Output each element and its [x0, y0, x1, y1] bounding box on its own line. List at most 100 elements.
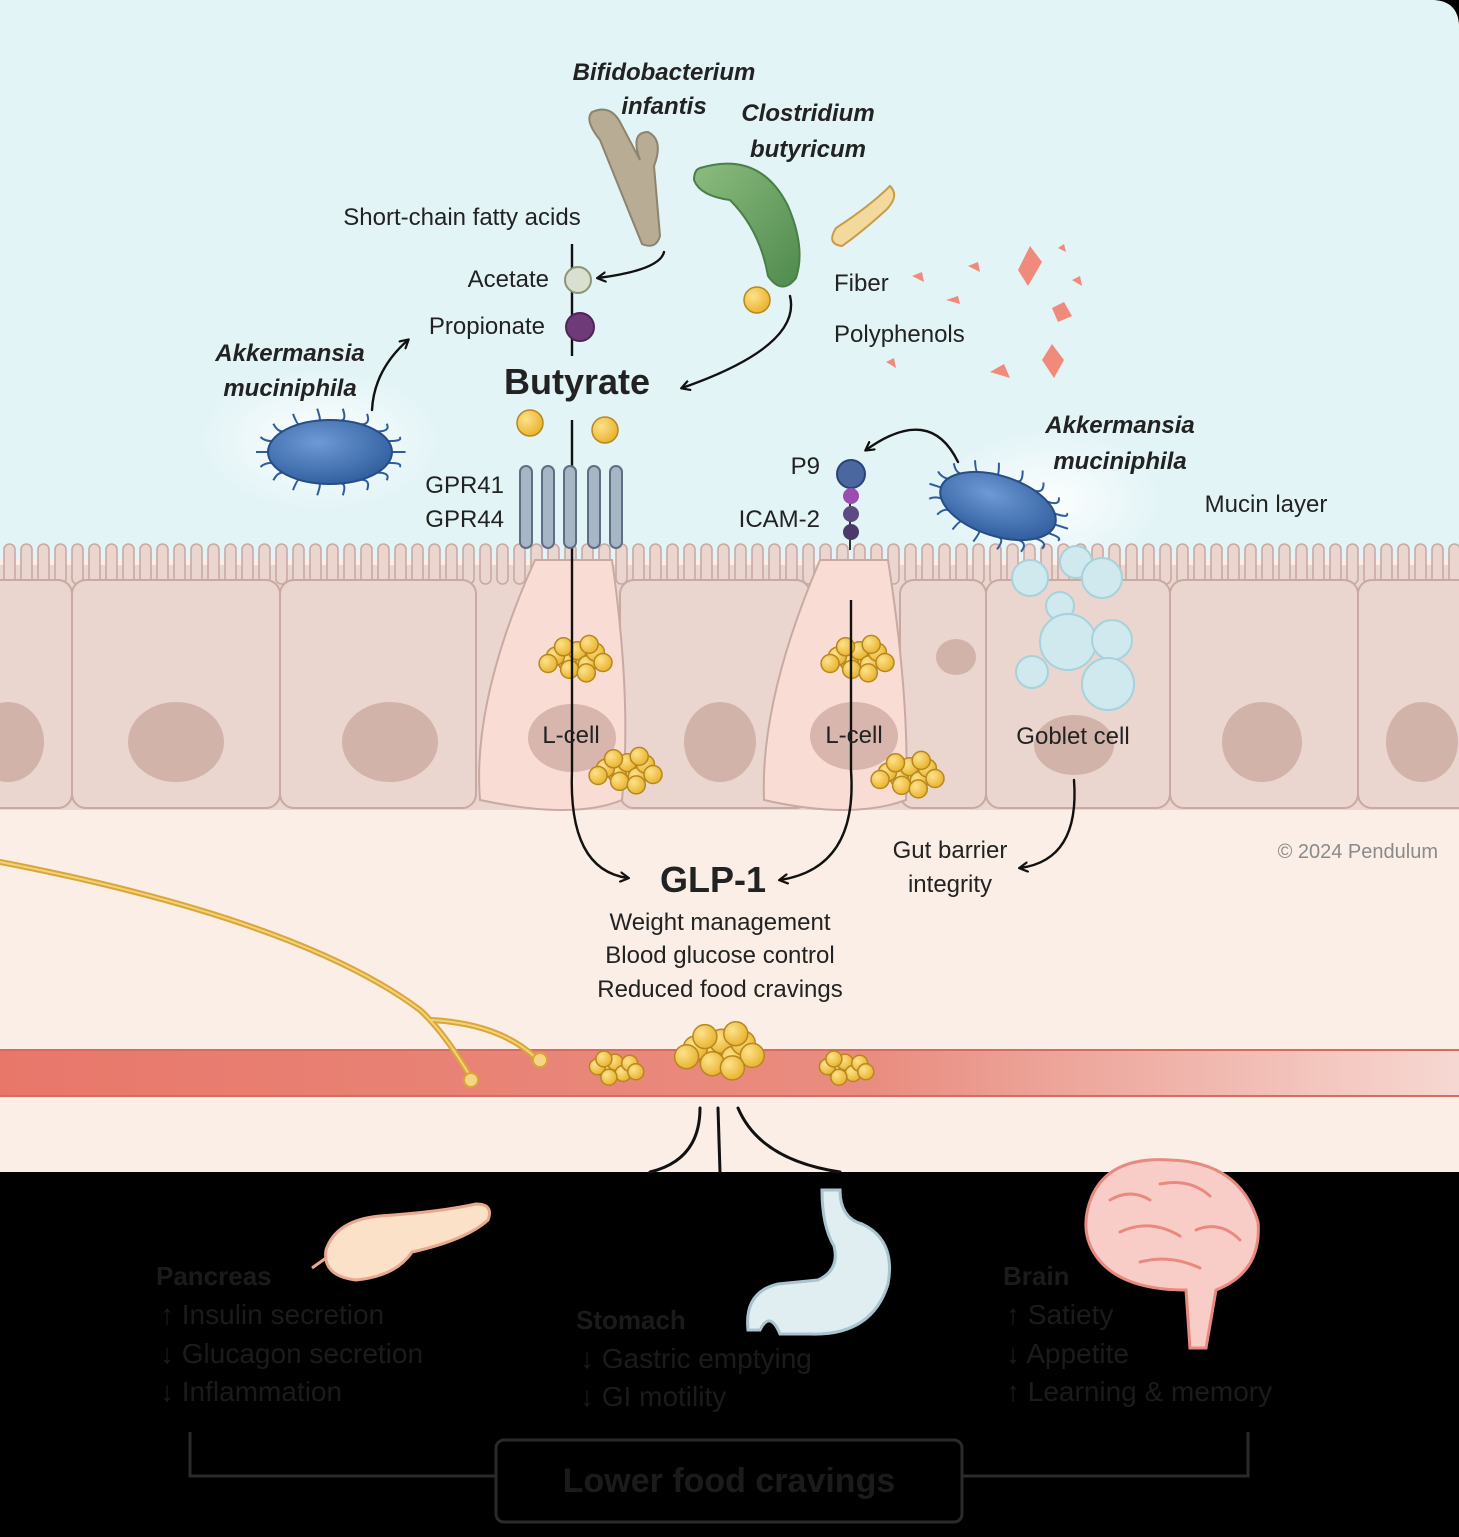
microvillus — [1295, 543, 1308, 585]
fiber-icon — [831, 184, 896, 248]
cilium — [388, 436, 402, 443]
microvillus — [1380, 543, 1393, 585]
microvillus — [1448, 543, 1459, 585]
polyphenols-icon — [886, 244, 1082, 378]
glp1-granule — [825, 1050, 843, 1068]
glp1-granule — [579, 634, 599, 655]
glp1-granule — [723, 1020, 749, 1047]
microvillus — [904, 543, 917, 585]
glp1-granule — [885, 753, 906, 773]
cilium — [1048, 532, 1061, 542]
microvillus — [1414, 543, 1427, 585]
microvillus — [1159, 543, 1172, 585]
glp1-effect: Weight management — [609, 909, 830, 936]
glp1-granule — [870, 769, 890, 790]
microvillus — [1176, 543, 1189, 585]
microvillus — [156, 543, 169, 585]
microvillus — [1261, 543, 1274, 585]
cilium — [1047, 497, 1060, 505]
microvillus — [1363, 543, 1376, 585]
arrow-goblet-to-barrier — [1020, 778, 1076, 868]
microvillus — [343, 543, 356, 585]
microvillus — [88, 543, 101, 585]
glp1-granule — [609, 771, 630, 792]
p9-label: P9 — [791, 453, 820, 480]
pancreas-icon — [311, 1202, 491, 1282]
propionate-icon — [565, 312, 595, 342]
microvillus — [190, 543, 203, 585]
cilium — [1035, 537, 1046, 550]
bifido-label-line1: Bifidobacterium — [573, 59, 756, 86]
microvillus — [377, 543, 390, 585]
goblet-label: Goblet cell — [1016, 723, 1129, 750]
pancreas-item: ↓ Inflammation — [160, 1376, 342, 1407]
clostridium-label-line1: Clostridium — [741, 100, 874, 127]
microvillus — [292, 543, 305, 585]
arrow-akkermansia-to-propionate — [370, 340, 408, 412]
microvillus — [1312, 543, 1325, 585]
microvillus — [1227, 543, 1240, 585]
bifido-label-line2: infantis — [621, 93, 706, 120]
microvillus — [411, 543, 424, 585]
microvillus — [360, 543, 373, 585]
akk-right-label-line2: muciniphila — [1053, 448, 1186, 475]
akkermansia-left-icon — [256, 408, 406, 496]
microvillus — [1142, 543, 1155, 585]
microvillus — [71, 543, 84, 585]
brain-icon — [1084, 1158, 1260, 1350]
clostridium-icon — [692, 162, 801, 314]
brain-item: ↑ Learning & memory — [1006, 1376, 1272, 1407]
microvillus — [632, 543, 645, 585]
propionate-label: Propionate — [429, 313, 545, 340]
gpr44-label: GPR44 — [425, 506, 504, 533]
microvillus — [479, 543, 492, 585]
pancreas-title: Pancreas — [156, 1261, 272, 1291]
microvillus — [445, 543, 458, 585]
glp1-granule — [603, 749, 624, 769]
summary-label: Lower food cravings — [563, 1462, 896, 1500]
microvillus — [207, 543, 220, 585]
microvillus — [1210, 543, 1223, 585]
lcell-right-body — [762, 559, 908, 811]
glp1-granule — [576, 663, 597, 683]
glp1-granule — [875, 652, 895, 673]
stomach-item: ↓ GI motility — [580, 1381, 726, 1412]
akk-left-label-line2: muciniphila — [223, 375, 356, 402]
akkermansia-right-icon — [928, 460, 1069, 553]
glp1-granule — [861, 634, 881, 655]
glp1-granule — [538, 653, 558, 674]
arrow-clostridium-to-butyrate — [682, 294, 793, 388]
microvillus — [972, 543, 985, 585]
pancreas-item: ↑ Insulin secretion — [160, 1299, 384, 1330]
microvillus — [955, 543, 968, 585]
arrow-akkermansia-to-p9 — [866, 428, 960, 464]
glp1-granules — [538, 634, 945, 1086]
barrier-label-line1: Gut barrier — [893, 837, 1008, 864]
pancreas-item: ↓ Glucagon secretion — [160, 1338, 423, 1369]
cilium — [377, 471, 389, 481]
gpr41-label: GPR41 — [425, 472, 504, 499]
arrow-lcell-right-to-glp1 — [780, 768, 853, 880]
glp1-granule — [629, 746, 649, 767]
microvillus — [938, 543, 951, 585]
microvillus — [224, 543, 237, 585]
glp1-granule — [911, 750, 931, 771]
glp1-effect: Reduced food cravings — [597, 976, 842, 1003]
glp1-granule — [719, 1055, 746, 1081]
stomach-icon — [746, 1188, 891, 1336]
epithelium — [0, 543, 1459, 810]
glp1-granule — [820, 653, 840, 674]
microvillus — [326, 543, 339, 585]
systemic-signal-lines — [648, 1106, 842, 1174]
nerve-ending — [532, 1052, 548, 1068]
glp1-granule — [559, 659, 580, 680]
microvillus — [1346, 543, 1359, 585]
microvillus — [139, 543, 152, 585]
glp1-granule — [830, 1068, 848, 1086]
microvillus — [717, 543, 730, 585]
microvillus — [394, 543, 407, 585]
microvillus — [309, 543, 322, 585]
glp1-granule — [908, 779, 929, 799]
brain-title: Brain — [1003, 1261, 1069, 1291]
